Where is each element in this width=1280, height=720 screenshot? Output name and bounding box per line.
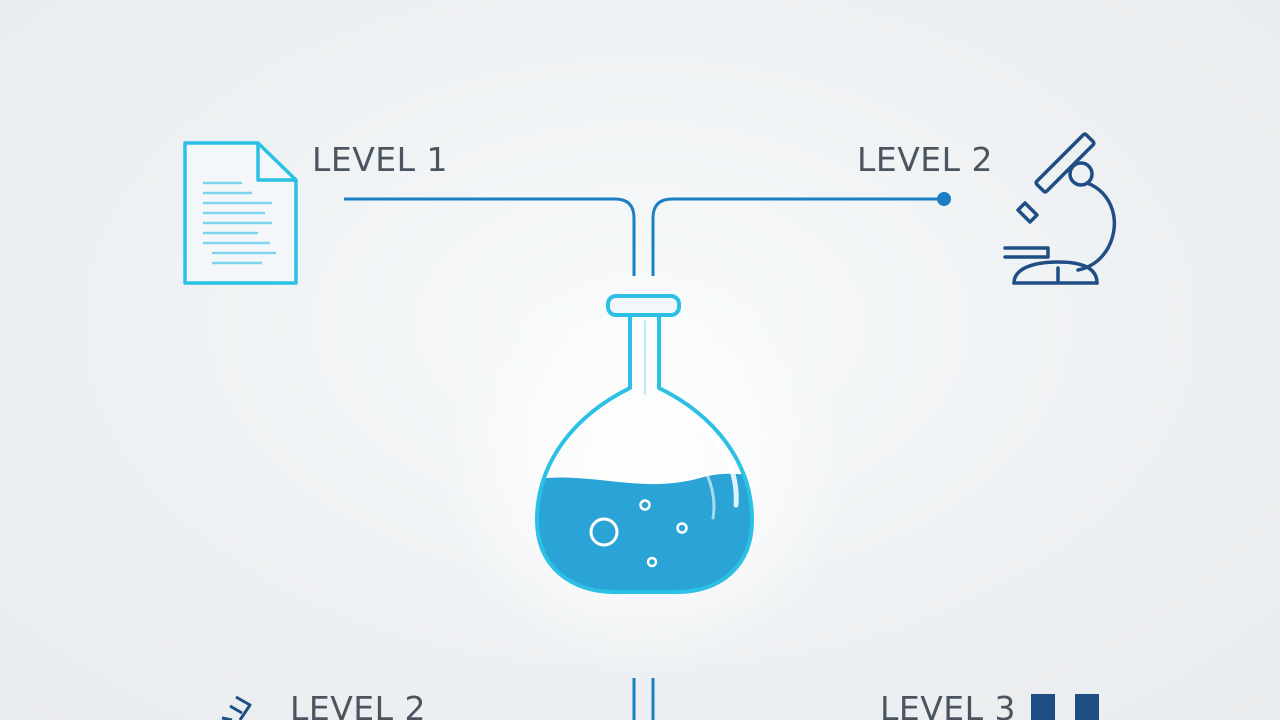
label-level-1: LEVEL 1 [312,140,449,179]
document-icon [183,141,298,285]
flask-icon [535,294,754,594]
label-level-2-top: LEVEL 2 [857,140,994,179]
connector-endpoint-dot [937,192,951,206]
microscope-icon [1003,132,1117,285]
connector-right [651,192,951,276]
label-level-3: LEVEL 3 [880,689,1017,720]
label-level-2-bottom: LEVEL 2 [290,689,427,720]
bar-chart-icon [1031,694,1099,720]
connector-bottom [632,678,655,720]
test-tube-icon [221,695,252,720]
connector-left [344,197,636,276]
